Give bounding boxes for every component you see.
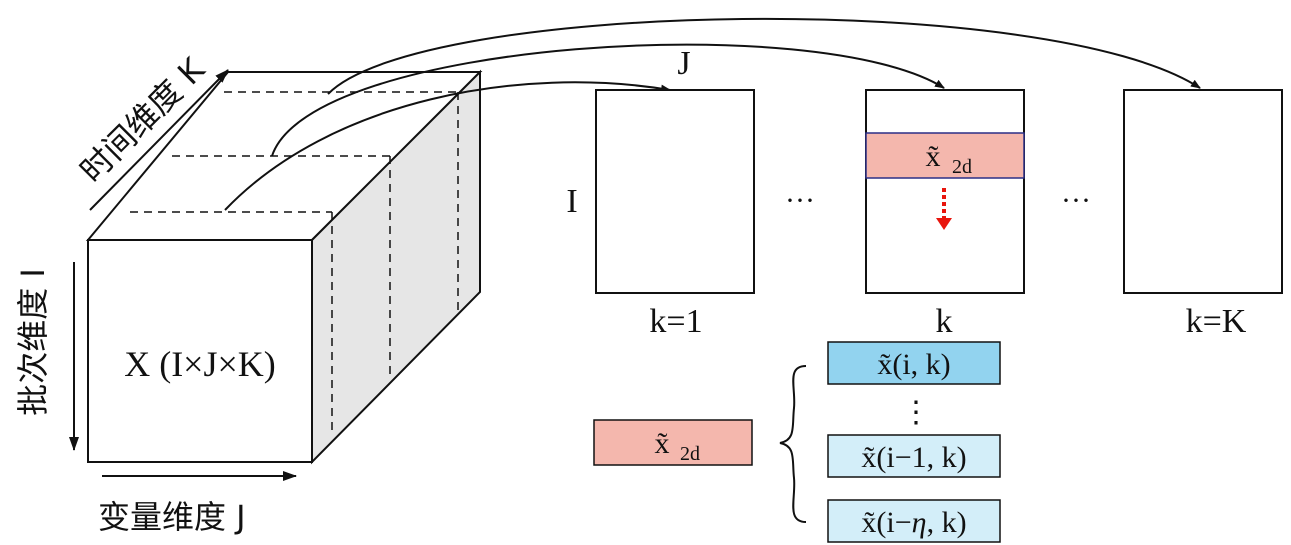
arrow-to-kK [327, 17, 1201, 95]
slice-kK-caption: k=K [1186, 303, 1247, 340]
cube-front-face [87, 239, 313, 463]
x2d-box-label: x̃ 2d [655, 427, 701, 465]
slice-row-highlight [865, 132, 1025, 179]
slice-mapping-arrows [224, 17, 1201, 211]
vector-i-minus-eta-label: x̃(i−η, k) [861, 506, 966, 539]
vector-i-minus-1-label: x̃(i−1, k) [861, 441, 966, 474]
var-dim-label: 变量维度 J [98, 498, 246, 536]
arrow-to-k [271, 43, 945, 157]
batch-dim-label: 批次维度 I [14, 268, 52, 416]
arrow-to-k1 [224, 81, 671, 211]
i-label: I [566, 183, 577, 220]
vector-i-minus-eta-box [827, 499, 1001, 543]
vector-i-label: x̃(i, k) [877, 348, 950, 381]
vector-i-box [827, 341, 1001, 385]
slice-k1 [595, 89, 755, 294]
eta-label-prefix: x̃(i− [861, 506, 911, 539]
cube-slice-lines [130, 91, 459, 436]
vector-vertical-dots: ⋮ [901, 396, 931, 429]
curly-brace [779, 365, 807, 523]
sliding-direction-arrow [936, 188, 952, 230]
x2d-box-symbol: x̃ [655, 427, 670, 460]
vector-i-minus-1-box [827, 434, 1001, 478]
ellipsis-left: ··· [785, 184, 815, 217]
j-label: J [677, 45, 690, 82]
x2d-box-subscript: 2d [680, 443, 700, 465]
x2d-symbol: x̃ [926, 140, 941, 173]
slice-kK [1123, 89, 1283, 294]
x2d-subscript: 2d [952, 156, 972, 178]
slice-k1-caption: k=1 [649, 303, 702, 340]
x2d-box [593, 419, 753, 466]
slice-row-label: x̃ 2d [926, 140, 973, 178]
slice-k-caption: k [936, 303, 953, 340]
eta-symbol: η [912, 506, 927, 539]
eta-label-suffix: , k) [927, 506, 967, 539]
tensor-label: X (I×J×K) [124, 344, 276, 384]
time-axis-arrow [89, 69, 229, 211]
ellipsis-right: ··· [1061, 184, 1091, 217]
